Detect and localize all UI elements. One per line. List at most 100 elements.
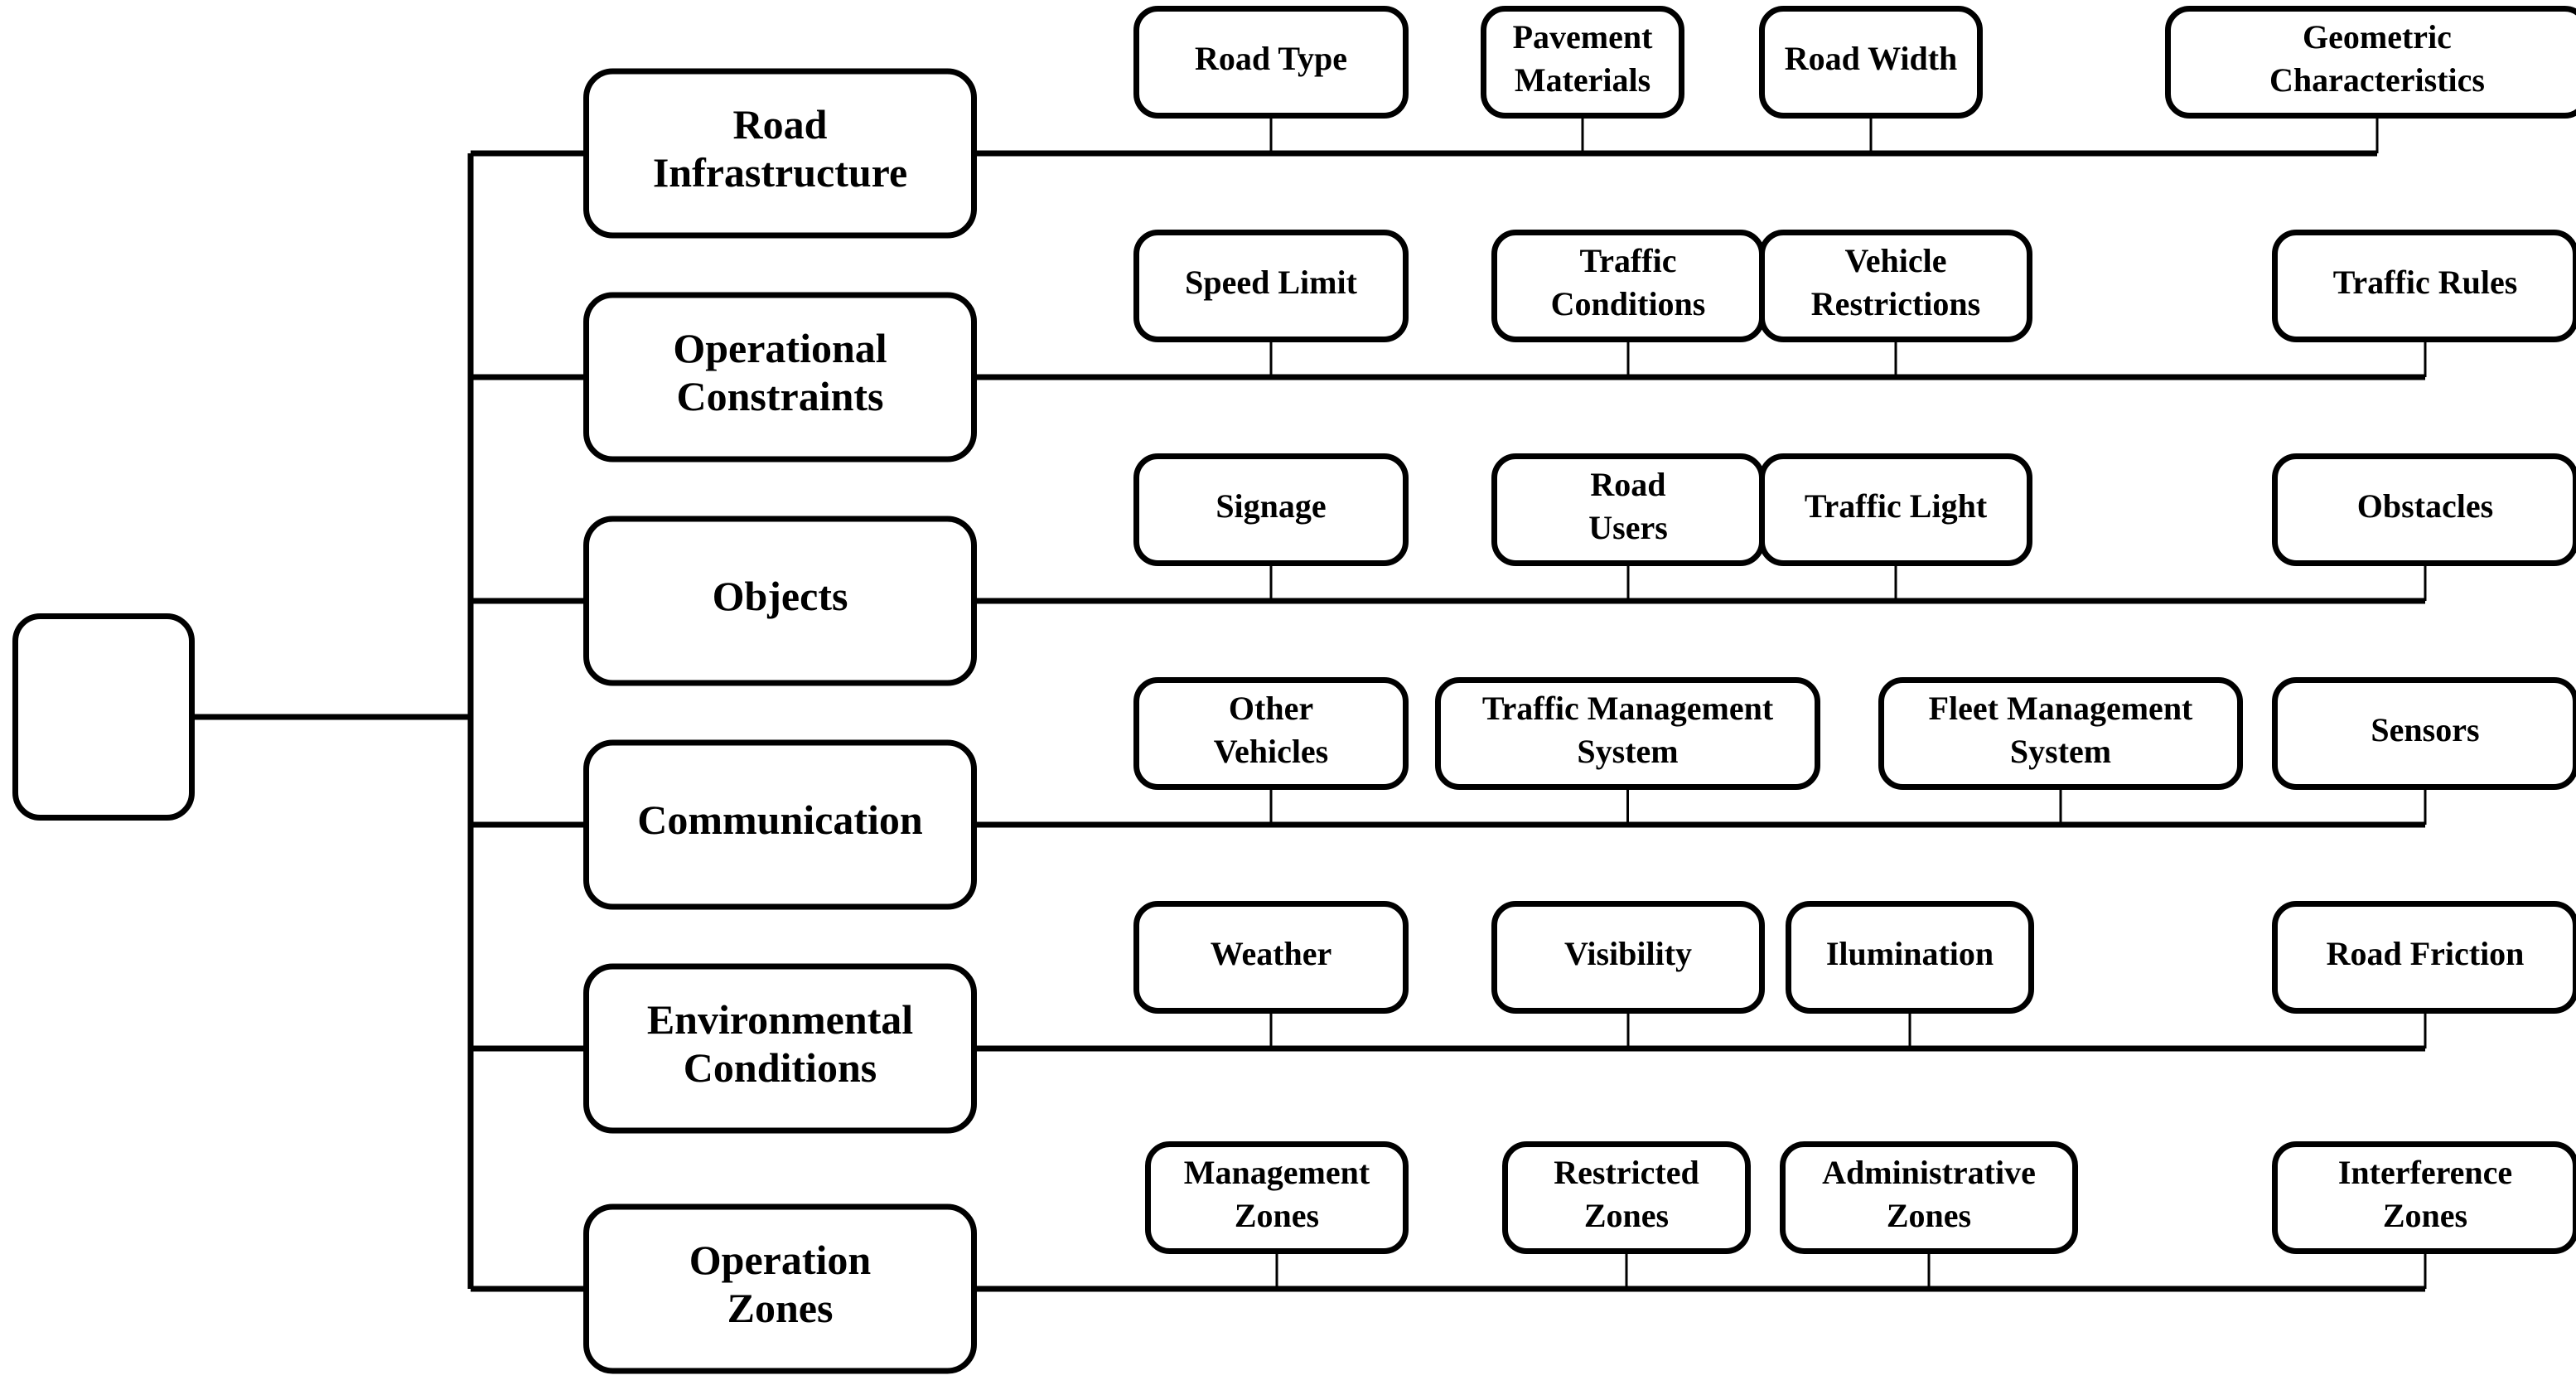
leaf-node-4-0[interactable]: Weather	[1133, 901, 1409, 1014]
category-node-label-2-line: Objects	[713, 573, 848, 619]
leaf-node-label-4-2-line: Ilumination	[1826, 935, 1994, 972]
leaf-node-label-3-1-line: System	[1577, 733, 1678, 770]
leaf-node-label-2-0: Signage	[1216, 487, 1326, 525]
leaf-node-label-5-0-line: Zones	[1235, 1197, 1319, 1234]
leaf-node-0-3-shape	[2165, 6, 2576, 119]
category-node-label-5-line: Zones	[727, 1285, 834, 1331]
category-node-label-1-line: Constraints	[676, 373, 883, 419]
leaf-node-4-3[interactable]: Road Friction	[2272, 901, 2576, 1014]
leaf-node-label-0-0-line: Road Type	[1195, 40, 1347, 77]
category-node-2[interactable]: Objects	[583, 516, 977, 686]
leaf-node-label-0-3-line: Characteristics	[2269, 61, 2485, 99]
leaf-node-label-1-3-line: Traffic Rules	[2333, 264, 2518, 301]
leaf-node-1-0[interactable]: Speed Limit	[1133, 230, 1409, 342]
leaf-node-0-1-shape	[1481, 6, 1684, 119]
leaf-node-label-3-0-line: Vehicles	[1214, 733, 1329, 770]
leaf-node-label-2-1-line: Road	[1590, 466, 1665, 503]
leaf-node-label-4-3-line: Road Friction	[2327, 935, 2525, 972]
category-node-label-2: Objects	[713, 573, 848, 619]
leaf-node-1-2-shape	[1759, 230, 2032, 342]
category-node-0-shape	[583, 68, 977, 239]
leaf-node-label-1-2-line: Vehicle	[1845, 242, 1947, 279]
leaf-node-label-2-0-line: Signage	[1216, 487, 1326, 525]
leaf-node-label-3-3-line: Sensors	[2371, 711, 2479, 748]
leaf-node-label-4-3: Road Friction	[2327, 935, 2525, 972]
leaf-node-2-0[interactable]: Signage	[1133, 453, 1409, 566]
leaf-node-2-2[interactable]: Traffic Light	[1759, 453, 2032, 566]
leaf-node-0-2[interactable]: Road Width	[1759, 6, 1983, 119]
category-node-label-0-line: Road	[733, 101, 828, 148]
leaf-node-4-2-shape	[1786, 901, 2034, 1014]
leaf-node-label-0-2-line: Road Width	[1785, 40, 1958, 77]
leaf-node-label-5-1-line: Restricted	[1554, 1154, 1699, 1191]
leaf-node-label-3-3: Sensors	[2371, 711, 2479, 748]
leaf-node-2-2-shape	[1759, 453, 2032, 566]
leaf-node-2-3[interactable]: Obstacles	[2272, 453, 2576, 566]
leaf-node-label-3-2-line: System	[2010, 733, 2111, 770]
leaf-node-1-0-shape	[1133, 230, 1409, 342]
leaf-node-5-2-shape	[1780, 1141, 2078, 1254]
leaf-node-label-2-3: Obstacles	[2357, 487, 2493, 525]
leaf-node-label-4-1-line: Visibility	[1564, 935, 1692, 972]
category-node-3[interactable]: Communication	[583, 739, 977, 910]
leaf-node-label-5-2-line: Zones	[1887, 1197, 1971, 1234]
leaf-node-label-4-2: Ilumination	[1826, 935, 1994, 972]
root-node-odd[interactable]	[12, 613, 195, 821]
leaf-node-4-2[interactable]: Ilumination	[1786, 901, 2034, 1014]
leaf-node-label-0-2: Road Width	[1785, 40, 1958, 77]
category-node-label-3: Communication	[637, 797, 923, 843]
category-node-5-shape	[583, 1203, 977, 1374]
leaf-node-4-0-shape	[1133, 901, 1409, 1014]
leaf-node-5-1-shape	[1502, 1141, 1751, 1254]
leaf-node-label-2-2: Traffic Light	[1805, 487, 1988, 525]
category-node-4-shape	[583, 963, 977, 1134]
leaf-node-label-0-1-line: Materials	[1515, 61, 1650, 99]
category-node-2-shape	[583, 516, 977, 686]
leaf-node-label-5-0-line: Management	[1184, 1154, 1370, 1191]
leaf-node-3-2-shape	[1878, 677, 2243, 790]
leaf-node-3-3[interactable]: Sensors	[2272, 677, 2576, 790]
leaf-node-label-0-3-line: Geometric	[2303, 18, 2452, 56]
leaf-node-label-1-1-line: Conditions	[1551, 285, 1706, 322]
leaf-node-label-1-1-line: Traffic	[1580, 242, 1677, 279]
category-node-label-4-line: Environmental	[647, 996, 913, 1043]
leaf-node-4-1[interactable]: Visibility	[1491, 901, 1765, 1014]
leaf-node-label-5-1-line: Zones	[1584, 1197, 1669, 1234]
root-node-odd-shape	[12, 613, 195, 821]
category-node-label-5-line: Operation	[689, 1237, 872, 1283]
category-node-1-shape	[583, 292, 977, 462]
leaf-node-label-4-0-line: Weather	[1211, 935, 1332, 972]
leaf-node-label-2-1-line: Users	[1588, 509, 1668, 546]
leaf-node-0-0[interactable]: Road Type	[1133, 6, 1409, 119]
leaf-node-label-3-2-line: Fleet Management	[1929, 690, 2193, 727]
leaf-node-1-3[interactable]: Traffic Rules	[2272, 230, 2576, 342]
category-node-label-1-line: Operational	[673, 325, 887, 371]
leaf-node-label-5-3-line: Interference	[2338, 1154, 2512, 1191]
